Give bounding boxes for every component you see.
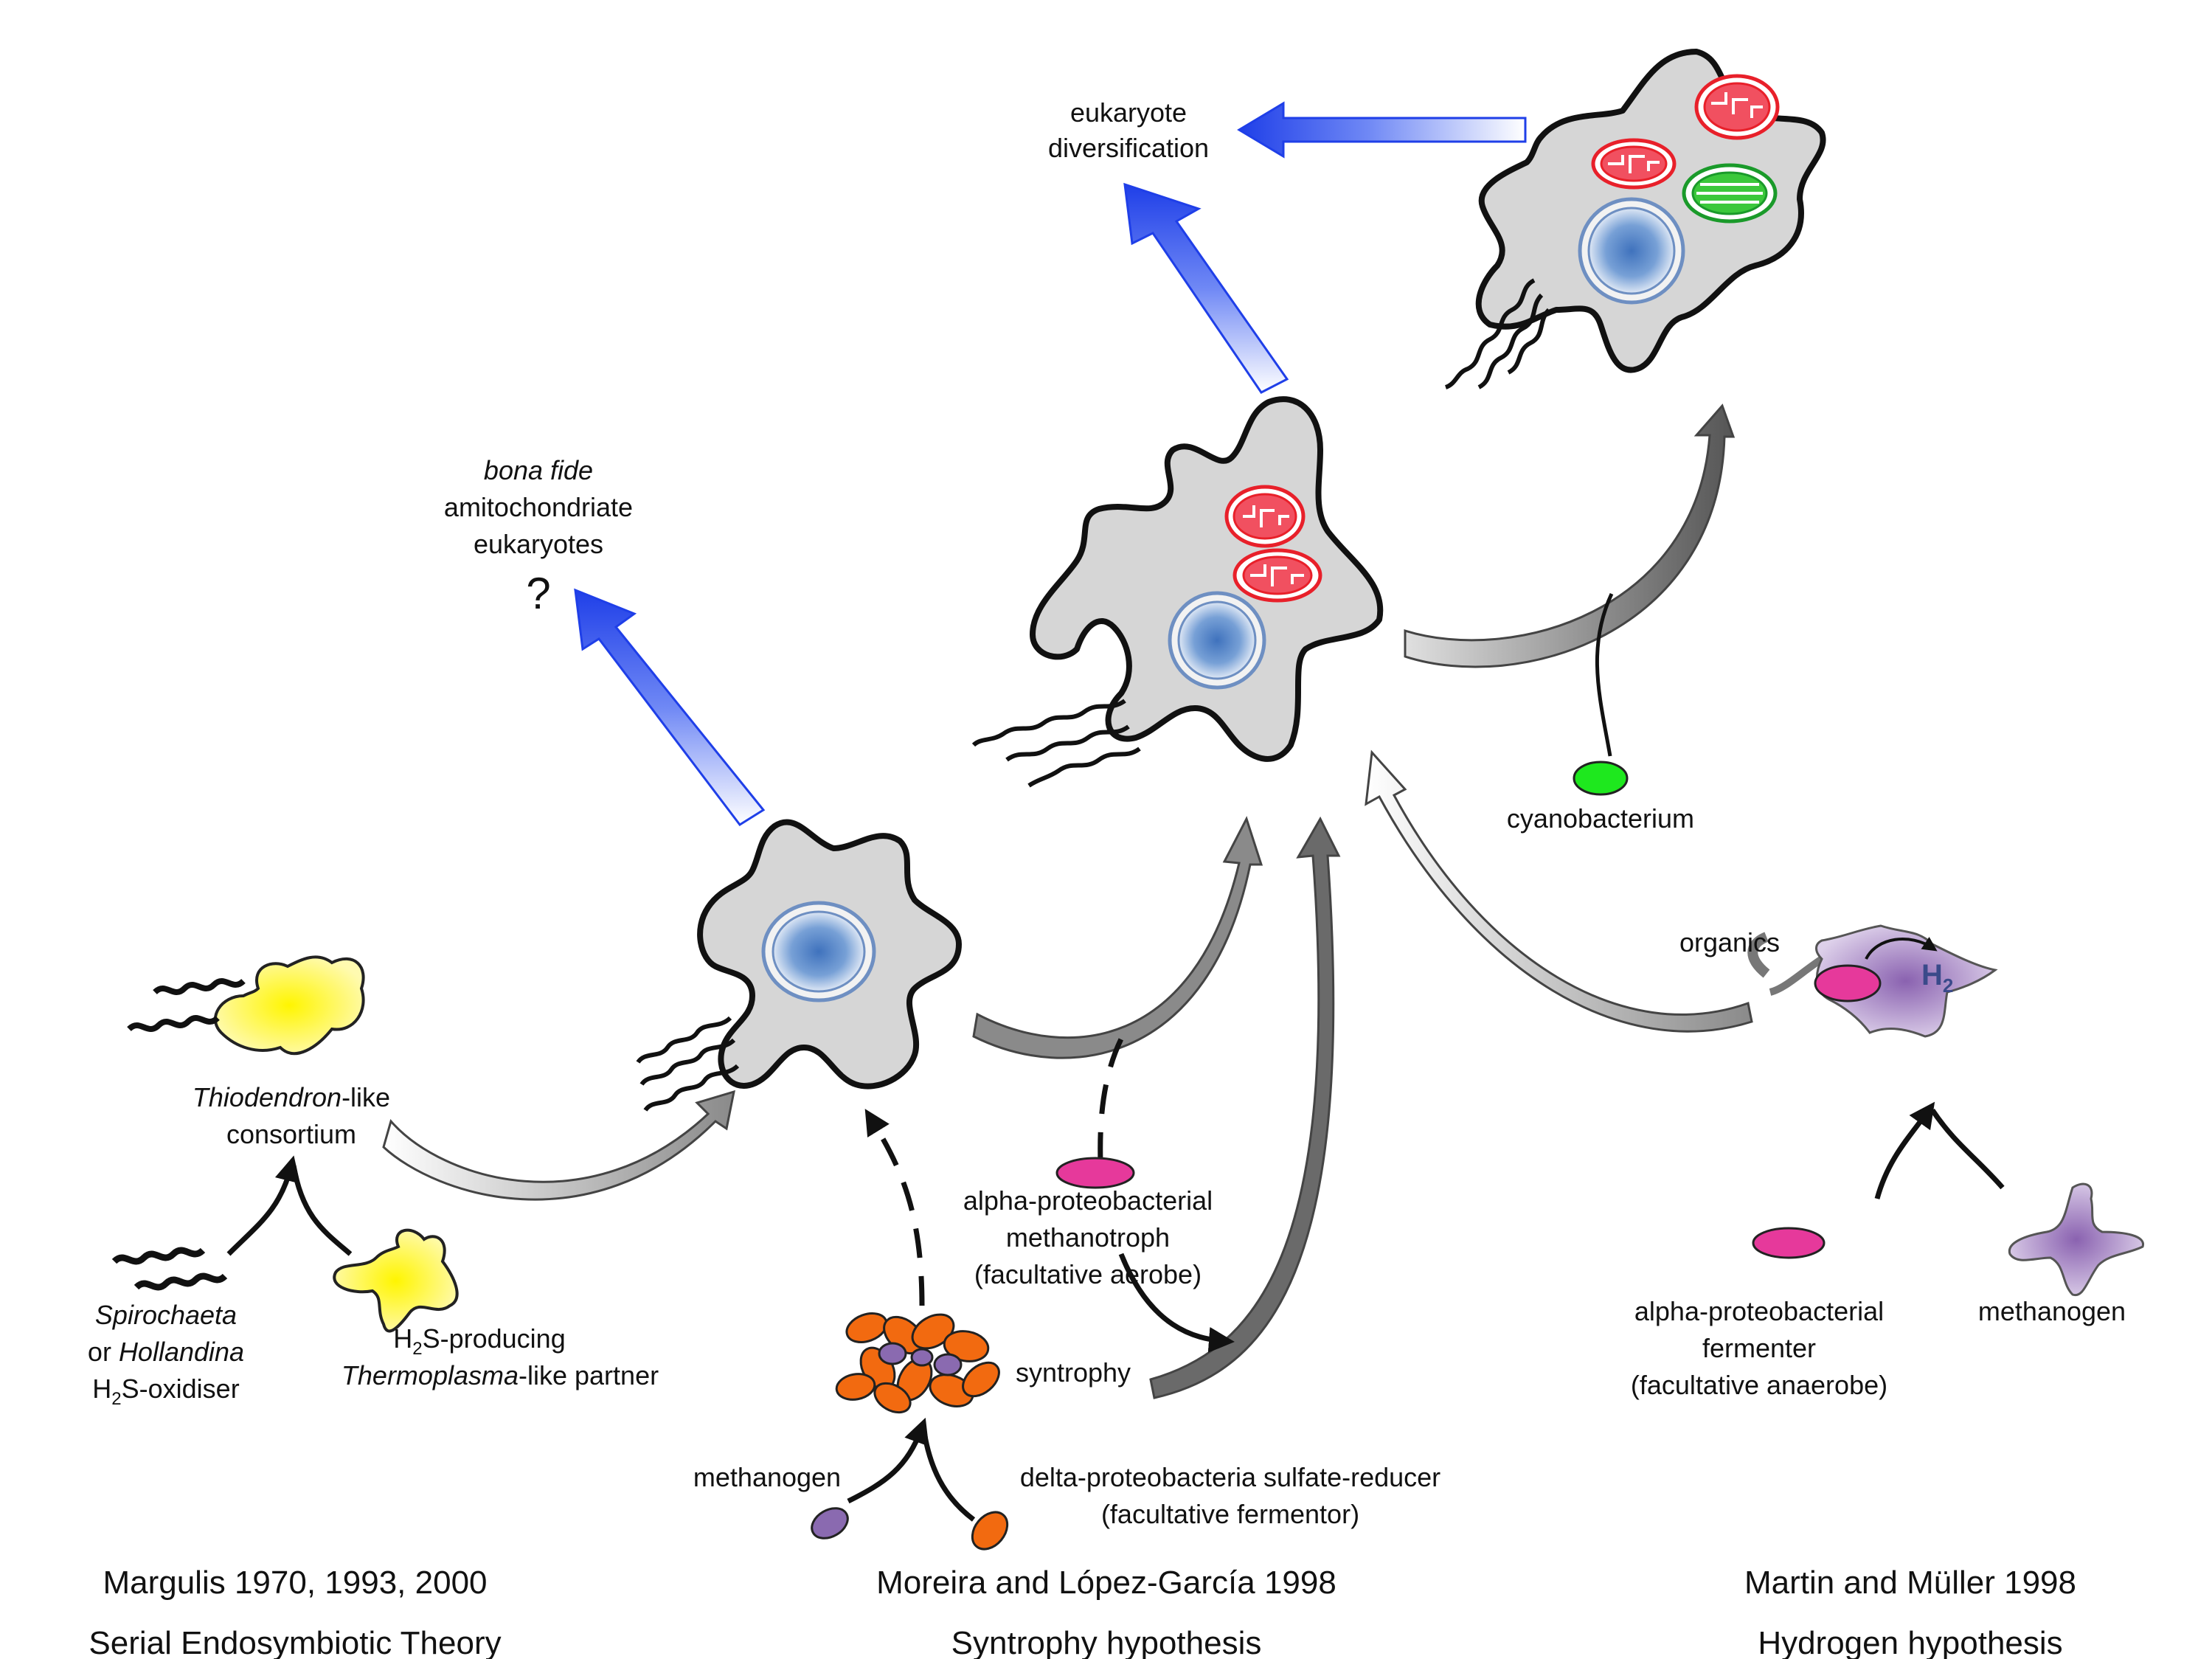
- facultative-anaerobe-label: (facultative anaerobe): [1631, 1370, 1887, 1400]
- blue-arrow-amitochondriate: [574, 588, 766, 826]
- bona-fide-label: bona fide: [484, 455, 593, 485]
- arrow-cell-to-mito-cell-hollow: [972, 816, 1263, 1059]
- mitochondrion: [1694, 74, 1780, 140]
- serial-name: Serial Endosymbiotic Theory: [89, 1625, 501, 1659]
- arrow-syntrophy-to-mito-cell: [1149, 816, 1341, 1399]
- thiodendron-consortium: [127, 955, 365, 1056]
- cyanobacterium-label: cyanobacterium: [1507, 803, 1694, 834]
- arrow-mito-to-plastid-cell: [1404, 404, 1736, 668]
- blue-arrow-eukaryote-diversification: [1237, 101, 1527, 159]
- flagella: [1444, 278, 1551, 389]
- label-fermenter: alpha-proteobacterial fermenter (faculta…: [1631, 1296, 1887, 1400]
- h2-label: H2: [1921, 959, 1953, 997]
- syntrophy-name: Syntrophy hypothesis: [951, 1625, 1262, 1659]
- methanogen-cell-right: [2008, 1182, 2144, 1297]
- methanogen-label-right: methanogen: [1978, 1296, 2126, 1326]
- fermenter-cell: [1752, 1227, 1826, 1259]
- thermoplasma-partner: [333, 1228, 459, 1333]
- alpha-proteobacterial-label: alpha-proteobacterial: [963, 1185, 1213, 1216]
- hydrogen-citation: Martin and Müller 1998: [1744, 1565, 2076, 1601]
- caption-hydrogen: Martin and Müller 1998 Hydrogen hypothes…: [1744, 1565, 2076, 1659]
- label-methanotroph: alpha-proteobacterial methanotroph (facu…: [963, 1185, 1213, 1289]
- label-thermoplasma: H2S-producing Thermoplasma-like partner: [341, 1323, 659, 1390]
- thermoplasma-label: Thermoplasma-like partner: [341, 1360, 659, 1390]
- amitochondriate-cell: [636, 819, 962, 1112]
- label-eukaryote-diversification: eukaryote diversification: [1048, 97, 1209, 163]
- delta-proteobacteria-label: delta-proteobacteria sulfate-reducer: [1020, 1462, 1440, 1492]
- flagella: [971, 699, 1141, 788]
- cyanobacterium-cell: [1573, 761, 1629, 796]
- nucleus: [1578, 197, 1685, 305]
- mitochondrion: [1591, 138, 1677, 190]
- flagella: [636, 1016, 740, 1112]
- arrow-to-thiodendron: [226, 1155, 353, 1256]
- mitochondriate-eukaryote-cell: [971, 396, 1384, 788]
- chloroplast: [1682, 163, 1778, 224]
- methanogen-cell-left: [811, 1507, 849, 1539]
- photosynthetic-eukaryote-cell: [1444, 49, 1826, 389]
- hydrogen-name: Hydrogen hypothesis: [1758, 1625, 2062, 1659]
- alpha-fermenter-label: alpha-proteobacterial: [1634, 1296, 1884, 1326]
- eukaryote-label: eukaryote: [1070, 97, 1187, 128]
- label-sulfate-reducer: delta-proteobacteria sulfate-reducer (fa…: [1020, 1462, 1440, 1529]
- nucleus: [761, 901, 876, 1002]
- spirochaeta: [111, 1247, 228, 1291]
- caption-serial: Margulis 1970, 1993, 2000 Serial Endosym…: [89, 1565, 501, 1659]
- consortium-label: consortium: [226, 1119, 356, 1149]
- arrow-cyanobacterium-to-cell: [1595, 592, 1614, 757]
- label-spirochaeta: Spirochaeta or Hollandina H2S-oxidiser: [88, 1300, 244, 1409]
- amitochondriate-label: amitochondriate: [444, 492, 633, 522]
- arrow-to-syntrophy-consortium: [847, 1417, 976, 1522]
- syntrophy-label: syntrophy: [1016, 1357, 1131, 1388]
- h2s-oxidiser-label: H2S-oxidiser: [92, 1374, 239, 1409]
- diversification-label: diversification: [1048, 133, 1209, 163]
- thiodendron-label: Thiodendron-like: [193, 1082, 390, 1112]
- sulfate-reducer-cell: [971, 1511, 1009, 1551]
- dashed-arrow-consortium-to-cell: [864, 1109, 925, 1306]
- dashed-line-methanotroph: [1098, 1024, 1131, 1163]
- syntrophy-citation: Moreira and López-García 1998: [876, 1565, 1336, 1601]
- nucleus: [1168, 591, 1266, 690]
- mitochondrion: [1232, 548, 1322, 603]
- caption-syntrophy: Moreira and López-García 1998 Syntrophy …: [876, 1565, 1336, 1659]
- facultative-aerobe-label: (facultative aerobe): [974, 1259, 1202, 1289]
- arrow-hydrogen-to-mito-cell: [1365, 749, 1753, 1033]
- spirochaeta-label: Spirochaeta: [95, 1300, 237, 1330]
- arrow-thiodendron-to-cell: [382, 1090, 735, 1201]
- blue-arrow-mito-up: [1123, 182, 1289, 394]
- fermenter-label: fermenter: [1702, 1333, 1816, 1363]
- arrow-organics-loop: [1747, 932, 1824, 996]
- h2s-producing-label: H2S-producing: [393, 1323, 565, 1359]
- methanotroph-label: methanotroph: [1006, 1222, 1170, 1253]
- methanogen-label-left: methanogen: [693, 1462, 841, 1492]
- methanotroph-cell: [1055, 1157, 1135, 1189]
- facultative-fermentor-label: (facultative fermentor): [1101, 1499, 1359, 1529]
- mitochondrion: [1224, 485, 1306, 548]
- serial-citation: Margulis 1970, 1993, 2000: [103, 1565, 487, 1601]
- eukaryotes-label: eukaryotes: [474, 529, 603, 559]
- arrow-methanotroph-to-syntrophy: [1118, 1253, 1235, 1353]
- label-thiodendron: Thiodendron-like consortium: [193, 1082, 390, 1149]
- hollandina-label: or Hollandina: [88, 1337, 244, 1367]
- organics-label: organics: [1679, 927, 1780, 957]
- arrow-to-hydrogen-consortium: [1874, 1101, 2005, 1199]
- hydrogen-consortium: [1814, 924, 1998, 1038]
- question-mark: ?: [526, 569, 550, 618]
- label-amitochondriate: bona fide amitochondriate eukaryotes ?: [444, 455, 633, 618]
- syntrophy-consortium: [835, 1312, 1000, 1414]
